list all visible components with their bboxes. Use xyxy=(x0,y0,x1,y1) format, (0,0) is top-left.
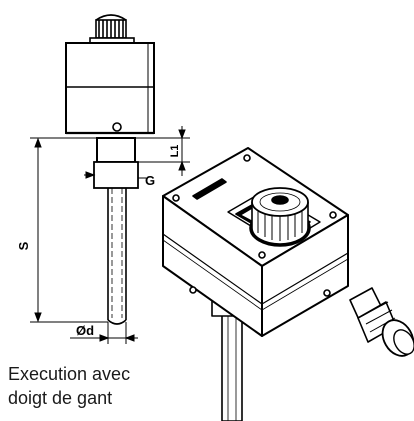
knob-top xyxy=(89,14,135,44)
label-s: S xyxy=(16,241,31,250)
dimension-l1 xyxy=(135,126,190,176)
side-view xyxy=(30,14,190,344)
dimension-g xyxy=(84,171,146,179)
housing-side xyxy=(65,42,155,135)
dimension-d xyxy=(70,322,138,344)
label-l1: L1 xyxy=(169,145,181,158)
label-d: Ød xyxy=(76,323,94,338)
probe-tube xyxy=(107,188,127,325)
caption-line-2: doigt de gant xyxy=(8,388,113,408)
dial-knob xyxy=(249,187,311,247)
dimension-s xyxy=(30,137,108,323)
iso-box xyxy=(162,147,349,337)
caption: Execution avec doigt de gant xyxy=(8,362,130,410)
cable-gland xyxy=(349,287,414,357)
screw xyxy=(112,122,122,132)
caption-line-1: Execution avec xyxy=(8,364,131,384)
fitting xyxy=(93,137,139,189)
iso-view xyxy=(162,147,414,421)
label-g: G xyxy=(145,173,155,188)
